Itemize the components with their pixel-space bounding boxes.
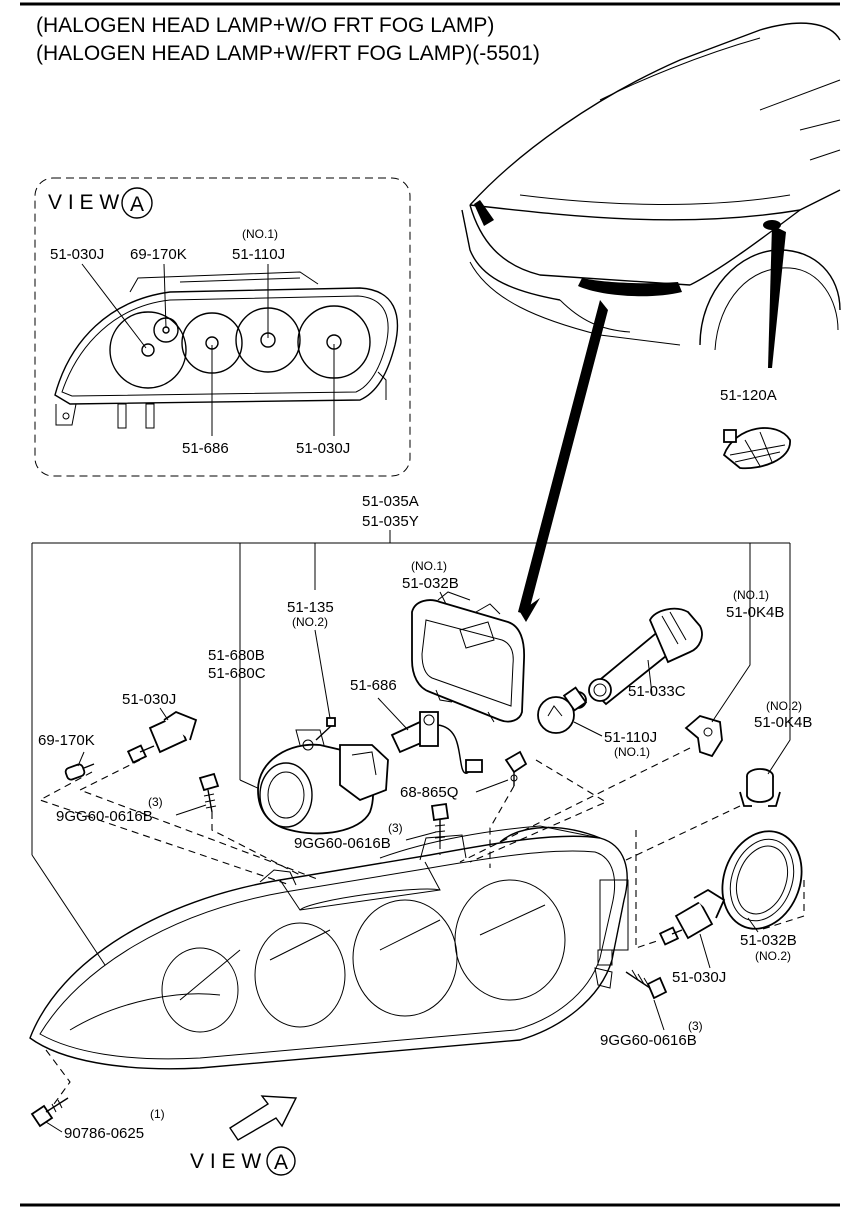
view-a-letter: A bbox=[130, 193, 144, 216]
bulb-51-030J-right bbox=[658, 888, 726, 946]
label-bolt-a-qty: (3) bbox=[148, 795, 163, 809]
label-51-035Y: 51-035Y bbox=[362, 513, 419, 530]
label-51-032B-bottom: 51-032B bbox=[740, 932, 797, 949]
reflector-51-032B-no1 bbox=[411, 591, 525, 723]
label-screw: 90786-0625 bbox=[64, 1125, 144, 1142]
screw-51-135 bbox=[315, 717, 336, 741]
label-51-030J-left: 51-030J bbox=[122, 691, 176, 708]
view-a-dashed-frame bbox=[34, 177, 411, 477]
screw-90786-0625 bbox=[30, 1097, 69, 1128]
headlamp-side-bracket bbox=[599, 879, 629, 951]
label-51-0K4B-right: 51-0K4B bbox=[754, 714, 812, 731]
headlamp-rear-view bbox=[54, 271, 399, 429]
bulb-51-030J-left bbox=[126, 710, 198, 764]
label-51-135-no2: (NO.2) bbox=[292, 615, 328, 629]
label-51-035A: 51-035A bbox=[362, 493, 419, 510]
label-51-110J-no1: (NO.1) bbox=[614, 745, 650, 759]
label-69-170K-view: 69-170K bbox=[130, 246, 187, 263]
label-51-032B-bottom-no2: (NO.2) bbox=[755, 949, 791, 963]
label-51-0K4B-top: 51-0K4B bbox=[726, 604, 784, 621]
clip-68-865Q bbox=[504, 750, 528, 786]
bolt-9GG60-a bbox=[198, 772, 220, 813]
label-51-110J: 51-110J bbox=[604, 729, 657, 746]
bolt-9GG60-c bbox=[625, 969, 668, 1000]
label-51-0K4B-top-no1: (NO.1) bbox=[733, 588, 769, 602]
label-51-030J-view-bottom: 51-030J bbox=[296, 440, 350, 457]
view-a-arrow-letter: A bbox=[274, 1151, 288, 1174]
car-front-illustration bbox=[461, 22, 841, 622]
label-51-030J-right: 51-030J bbox=[672, 969, 726, 986]
label-51-135: 51-135 bbox=[287, 599, 334, 616]
view-a-inset: V I E W A bbox=[34, 177, 411, 477]
headlamp-assembly bbox=[29, 825, 629, 1070]
label-bolt-a: 9GG60-0616B bbox=[56, 808, 153, 825]
label-51-033C: 51-033C bbox=[628, 683, 686, 700]
label-51-680B: 51-680B bbox=[208, 647, 265, 664]
view-a-arrow-letter-circle bbox=[266, 1146, 296, 1176]
clip-51-0K4B-no1 bbox=[684, 714, 723, 758]
bulb-51-110J bbox=[537, 686, 588, 734]
car-fog-lamp bbox=[578, 278, 682, 297]
label-68-865Q: 68-865Q bbox=[400, 784, 458, 801]
view-a-heading: V I E W bbox=[48, 191, 119, 214]
title-line-2: (HALOGEN HEAD LAMP+W/FRT FOG LAMP)(-5501… bbox=[36, 42, 540, 65]
side-marker-lamp bbox=[722, 427, 791, 470]
view-a-arrow-heading: V I E W bbox=[190, 1150, 261, 1173]
label-51-0K4B-right-no2: (NO.2) bbox=[766, 699, 802, 713]
assembly-bracket bbox=[31, 530, 791, 966]
label-51-686: 51-686 bbox=[350, 677, 397, 694]
label-51-110J-view: 51-110J bbox=[232, 246, 285, 263]
clip-51-0K4B-no2 bbox=[739, 768, 781, 807]
label-51-686-view: 51-686 bbox=[182, 440, 229, 457]
label-51-032B-top-no1: (NO.1) bbox=[411, 559, 447, 573]
label-bolt-c: 9GG60-0616B bbox=[600, 1032, 697, 1049]
bulb-socket-51-033C bbox=[569, 607, 703, 709]
label-51-030J-view-top: 51-030J bbox=[50, 246, 104, 263]
label-51-032B-top: 51-032B bbox=[402, 575, 459, 592]
label-51-680C: 51-680C bbox=[208, 665, 266, 682]
bezel-51-032B-no2 bbox=[721, 830, 803, 930]
view-direction-arrow bbox=[229, 1095, 298, 1141]
car-headlamp-left bbox=[474, 200, 494, 226]
title-line-1: (HALOGEN HEAD LAMP+W/O FRT FOG LAMP) bbox=[36, 14, 494, 37]
label-51-120A: 51-120A bbox=[720, 387, 777, 404]
label-bolt-b: 9GG60-0616B bbox=[294, 835, 391, 852]
label-screw-qty: (1) bbox=[150, 1107, 165, 1121]
view-a-letter-circle bbox=[121, 187, 153, 219]
bulb-socket-1 bbox=[109, 311, 187, 389]
dashed-guide-lines bbox=[38, 747, 805, 1105]
label-69-170K: 69-170K bbox=[38, 732, 95, 749]
label-bolt-b-qty: (3) bbox=[388, 821, 403, 835]
bulb-69-170K bbox=[64, 763, 95, 781]
label-no1-view: (NO.1) bbox=[242, 227, 278, 241]
label-bolt-c-qty: (3) bbox=[688, 1019, 703, 1033]
fog-bulb-51-686 bbox=[390, 711, 483, 774]
bolt-9GG60-b bbox=[430, 802, 450, 842]
fog-lamp-unit bbox=[257, 729, 389, 835]
